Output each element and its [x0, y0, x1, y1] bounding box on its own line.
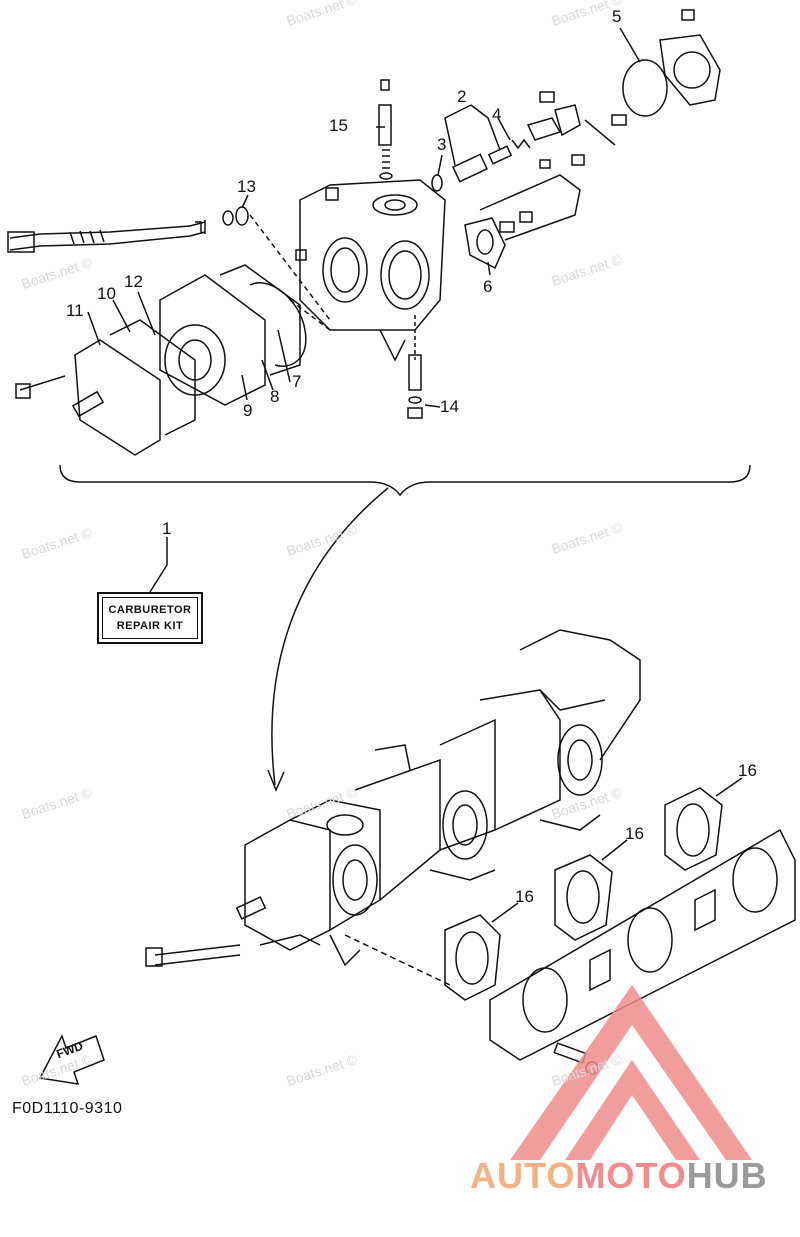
leader-lines-top [87, 27, 641, 408]
jet-assembly-15 [378, 79, 393, 180]
carburetor-body [295, 179, 446, 362]
diaphragm-cover-5 [622, 9, 721, 117]
callout-13: 13 [237, 177, 256, 196]
carburetor-repair-kit-label: CARBURETOR REPAIR KIT [97, 592, 203, 644]
intake-manifold [489, 828, 796, 1075]
drain-screw-14 [407, 315, 423, 419]
kit-brace [59, 464, 751, 497]
brand-part-auto: AUTO [470, 1155, 576, 1196]
gasket-6 [464, 91, 627, 270]
callout-3: 3 [437, 135, 447, 154]
adjusting-screw-13 [7, 206, 331, 321]
callout-5: 5 [612, 7, 622, 26]
brand-part-moto: MOTO [575, 1155, 687, 1196]
callout-16-b: 16 [625, 824, 644, 843]
callout-12: 12 [124, 272, 143, 291]
callout-11: 11 [66, 301, 84, 320]
figure-code: F0D1110-9310 [12, 1100, 123, 1117]
fwd-indicator: FWD [36, 1033, 116, 1083]
callout-4: 4 [492, 105, 502, 124]
gasket-16-a [444, 914, 501, 1001]
fwd-arrow-icon [38, 1034, 105, 1085]
carburetor-assembly [145, 629, 641, 986]
callout-10: 10 [97, 284, 116, 303]
needle-valve-2-3-4 [431, 117, 562, 192]
callout-2: 2 [457, 87, 467, 106]
kit-label-line1: CARBURETOR [108, 604, 192, 616]
fwd-label: FWD [54, 1038, 85, 1062]
callout-1: 1 [162, 519, 172, 538]
callout-16-a: 16 [515, 887, 534, 906]
gasket-16-b [554, 854, 613, 941]
gasket-16-c [664, 787, 723, 871]
callout-7: 7 [292, 372, 302, 391]
callout-9: 9 [243, 401, 253, 420]
callout-15: 15 [329, 116, 348, 135]
brand-wordmark: AUTOMOTOHUB [470, 1155, 768, 1197]
brand-logo-icon [510, 985, 752, 1160]
fuel-pump-assembly [15, 264, 331, 456]
callout-6: 6 [483, 277, 493, 296]
callout-16-c: 16 [738, 761, 757, 780]
kit-label-line2: REPAIR KIT [116, 620, 184, 632]
callout-14: 14 [440, 397, 459, 416]
brand-part-hub: HUB [686, 1155, 768, 1196]
callout-8: 8 [270, 387, 280, 406]
assembly-arrow [271, 487, 389, 786]
